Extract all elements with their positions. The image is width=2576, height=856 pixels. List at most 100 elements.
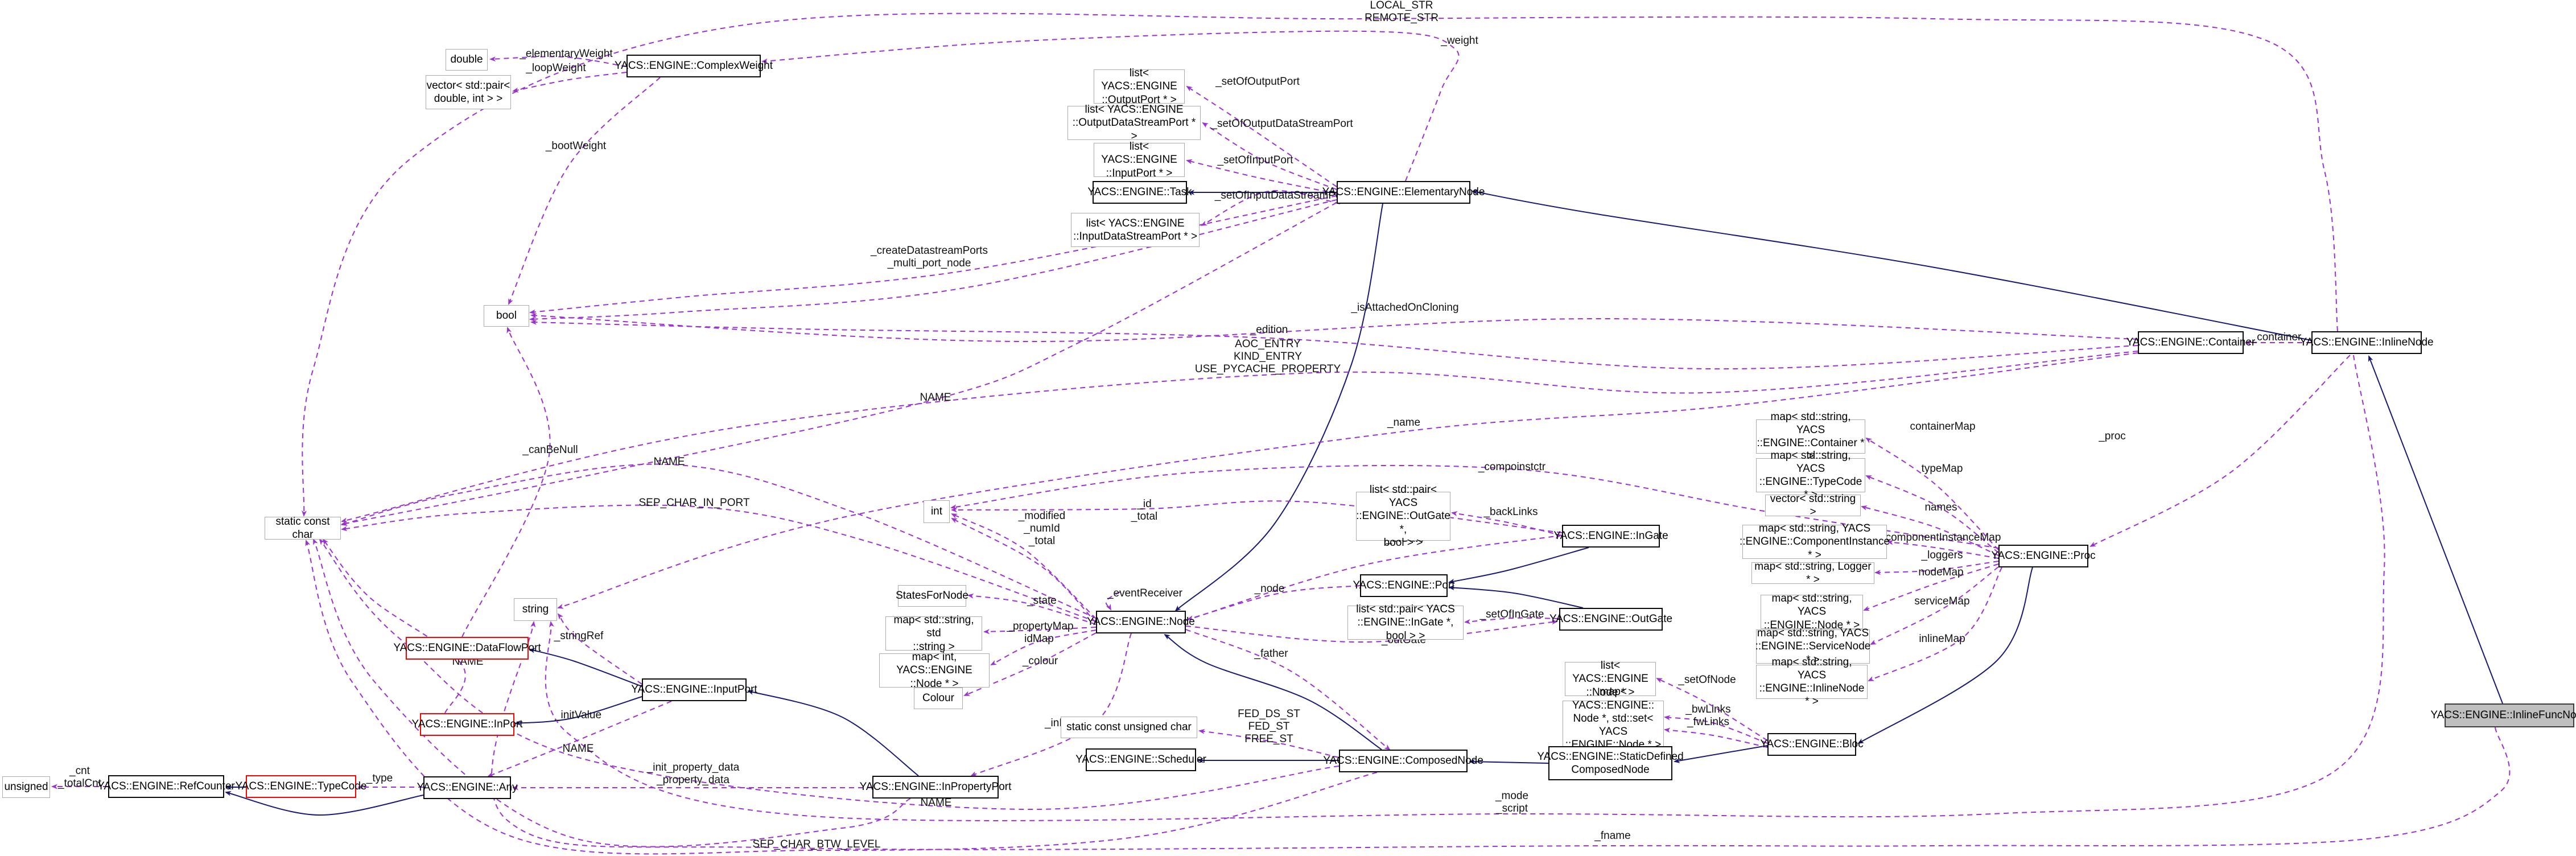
class-box-inport[interactable]: YACS::ENGINE::InPort	[412, 713, 523, 736]
inheritance-edge	[225, 791, 424, 816]
usage-edge	[1887, 540, 1999, 559]
class-box-scheduler[interactable]: YACS::ENGINE::Scheduler	[1075, 748, 1206, 771]
usage-edge	[950, 464, 1999, 549]
class-box-scuchar: static const unsigned char	[1061, 717, 1197, 738]
inheritance-edge	[1174, 203, 1383, 612]
usage-edge	[1863, 563, 1999, 611]
class-box-composed[interactable]: YACS::ENGINE::ComposedNode	[1323, 750, 1483, 772]
usage-edge	[1201, 190, 1341, 226]
class-box-inlinenode[interactable]: YACS::ENGINE::InlineNode	[2299, 331, 2434, 354]
class-box-colour: Colour	[914, 688, 963, 709]
usage-edge	[1451, 511, 1563, 536]
class-box-vecstr: vector< std::string >	[1765, 493, 1861, 518]
usage-edge	[951, 513, 1097, 619]
usage-edge	[1664, 715, 1768, 744]
class-box-int: int	[924, 500, 950, 523]
class-box-l_inport: list< YACS::ENGINE ::InputPort * >	[1094, 141, 1185, 179]
class-box-mapsvc: map< std::string, YACS ::ENGINE::Service…	[1755, 627, 1871, 666]
class-box-mapinline: map< std::string, YACS ::ENGINE::InlineN…	[1756, 656, 1868, 707]
inheritance-edge	[1857, 567, 2033, 744]
usage-edge	[1868, 567, 2002, 681]
usage-edge	[461, 327, 551, 637]
inheritance-edge	[2368, 355, 2503, 704]
usage-edge	[319, 538, 1339, 810]
usage-edge	[545, 355, 2385, 821]
class-box-sconstchar: static const char	[265, 516, 341, 541]
class-box-double: double	[446, 49, 488, 71]
class-box-lpairout: list< std::pair< YACS ::ENGINE::OutGate …	[1356, 484, 1450, 549]
usage-edge	[557, 613, 642, 685]
inheritance-edge	[1164, 633, 1382, 750]
inheritance-edge	[1448, 547, 1589, 584]
class-box-lpairin: list< std::pair< YACS ::ENGINE::InGate *…	[1347, 603, 1464, 642]
class-box-bloc[interactable]: YACS::ENGINE::Bloc	[1760, 733, 1864, 756]
class-box-l_outport: list< YACS::ENGINE ::OutputPort * >	[1094, 67, 1185, 106]
inheritance-edge	[514, 696, 642, 726]
class-box-typecode[interactable]: YACS::ENGINE::TypeCode	[236, 775, 366, 798]
usage-edge	[983, 627, 1097, 635]
class-box-outgate[interactable]: YACS::ENGINE::OutGate	[1549, 608, 1672, 631]
usage-edge	[1185, 533, 1561, 621]
usage-edge	[990, 629, 1097, 665]
class-box-proc[interactable]: YACS::ENGINE::Proc	[1991, 545, 2096, 567]
class-box-mapss: map< std::string, std ::string >	[885, 614, 982, 653]
class-box-port[interactable]: YACS::ENGINE::Port	[1353, 574, 1455, 597]
usage-edge	[341, 202, 1337, 526]
usage-edge	[305, 540, 1378, 855]
class-box-ingate[interactable]: YACS::ENGINE::InGate	[1553, 525, 1668, 548]
class-box-complexweight[interactable]: YACS::ENGINE::ComplexWeight	[615, 55, 773, 77]
usage-edge	[951, 518, 1097, 623]
class-box-dfport[interactable]: YACS::ENGINE::DataFlowPort	[393, 637, 541, 660]
class-box-any[interactable]: YACS::ENGINE::Any	[417, 776, 518, 799]
inheritance-edge	[529, 648, 642, 687]
usage-edge	[1861, 505, 1999, 556]
usage-edge	[1664, 727, 1768, 748]
inheritance-edge	[747, 690, 919, 776]
usage-edge	[341, 463, 1097, 619]
usage-edge	[529, 199, 1337, 322]
usage-edge	[1870, 566, 1999, 645]
class-box-lnode: list< YACS::ENGINE ::Node * >	[1565, 660, 1656, 698]
class-box-sdcn[interactable]: YACS::ENGINE::StaticDefined ComposedNode	[1537, 746, 1684, 780]
class-box-mapnodeset: map< YACS::ENGINE:: Node *, std::set< YA…	[1563, 686, 1664, 764]
class-box-l_outds: list< YACS::ENGINE ::OutputDataStreamPor…	[1068, 104, 1201, 142]
usage-edge	[1865, 475, 1999, 553]
class-box-ifn: YACS::ENGINE::InlineFuncNode	[2430, 703, 2576, 727]
class-box-inputport[interactable]: YACS::ENGINE::InputPort	[631, 678, 757, 701]
usage-edge	[1656, 678, 1768, 741]
class-box-mapnode: map< std::string, YACS ::ENGINE::Node * …	[1761, 592, 1863, 631]
class-box-bool: bool	[484, 305, 529, 327]
usage-edge	[529, 195, 1337, 315]
class-box-refcounter[interactable]: YACS::ENGINE::RefCounter	[97, 775, 235, 798]
usage-edge	[487, 701, 672, 777]
usage-edge	[341, 351, 2138, 523]
usage-edge	[1874, 561, 1999, 575]
usage-edge	[2089, 355, 2351, 547]
class-box-elem[interactable]: YACS::ENGINE::ElementaryNode	[1322, 181, 1485, 204]
inheritance-edge	[1448, 585, 1584, 608]
class-box-mapci: map< std::string, YACS ::ENGINE::Compone…	[1740, 522, 1890, 561]
class-box-vecpair: vector< std::pair< double, int > >	[426, 75, 511, 109]
usage-edge	[530, 312, 2138, 343]
class-box-task[interactable]: YACS::ENGINE::Task	[1087, 181, 1192, 204]
usage-edge	[970, 633, 1132, 776]
usage-edge	[1185, 629, 1391, 751]
class-box-node[interactable]: YACS::ENGINE::Node	[1087, 611, 1195, 633]
usage-edge	[491, 621, 2511, 850]
usage-edge	[963, 632, 1097, 696]
usage-edge	[313, 538, 911, 847]
class-box-container[interactable]: YACS::ENGINE::Container	[2126, 331, 2255, 354]
class-box-mapintnode: map< int, YACS::ENGINE ::Node * >	[879, 651, 990, 690]
usage-edge	[1187, 585, 1361, 620]
inheritance-edge	[1469, 759, 1549, 764]
usage-edge	[1202, 122, 1337, 190]
class-box-l_inds: list< YACS::ENGINE ::InputDataStreamPort…	[1071, 213, 1200, 247]
class-box-unsigned: unsigned	[2, 776, 50, 798]
usage-edge	[508, 77, 661, 305]
class-box-maptc: map< std::string, YACS ::ENGINE::TypeCod…	[1756, 450, 1865, 501]
usage-edge	[1198, 729, 1339, 758]
class-box-inprop[interactable]: YACS::ENGINE::InPropertyPort	[860, 776, 1011, 799]
usage-edge	[530, 319, 2138, 370]
usage-edge	[1186, 159, 1337, 194]
